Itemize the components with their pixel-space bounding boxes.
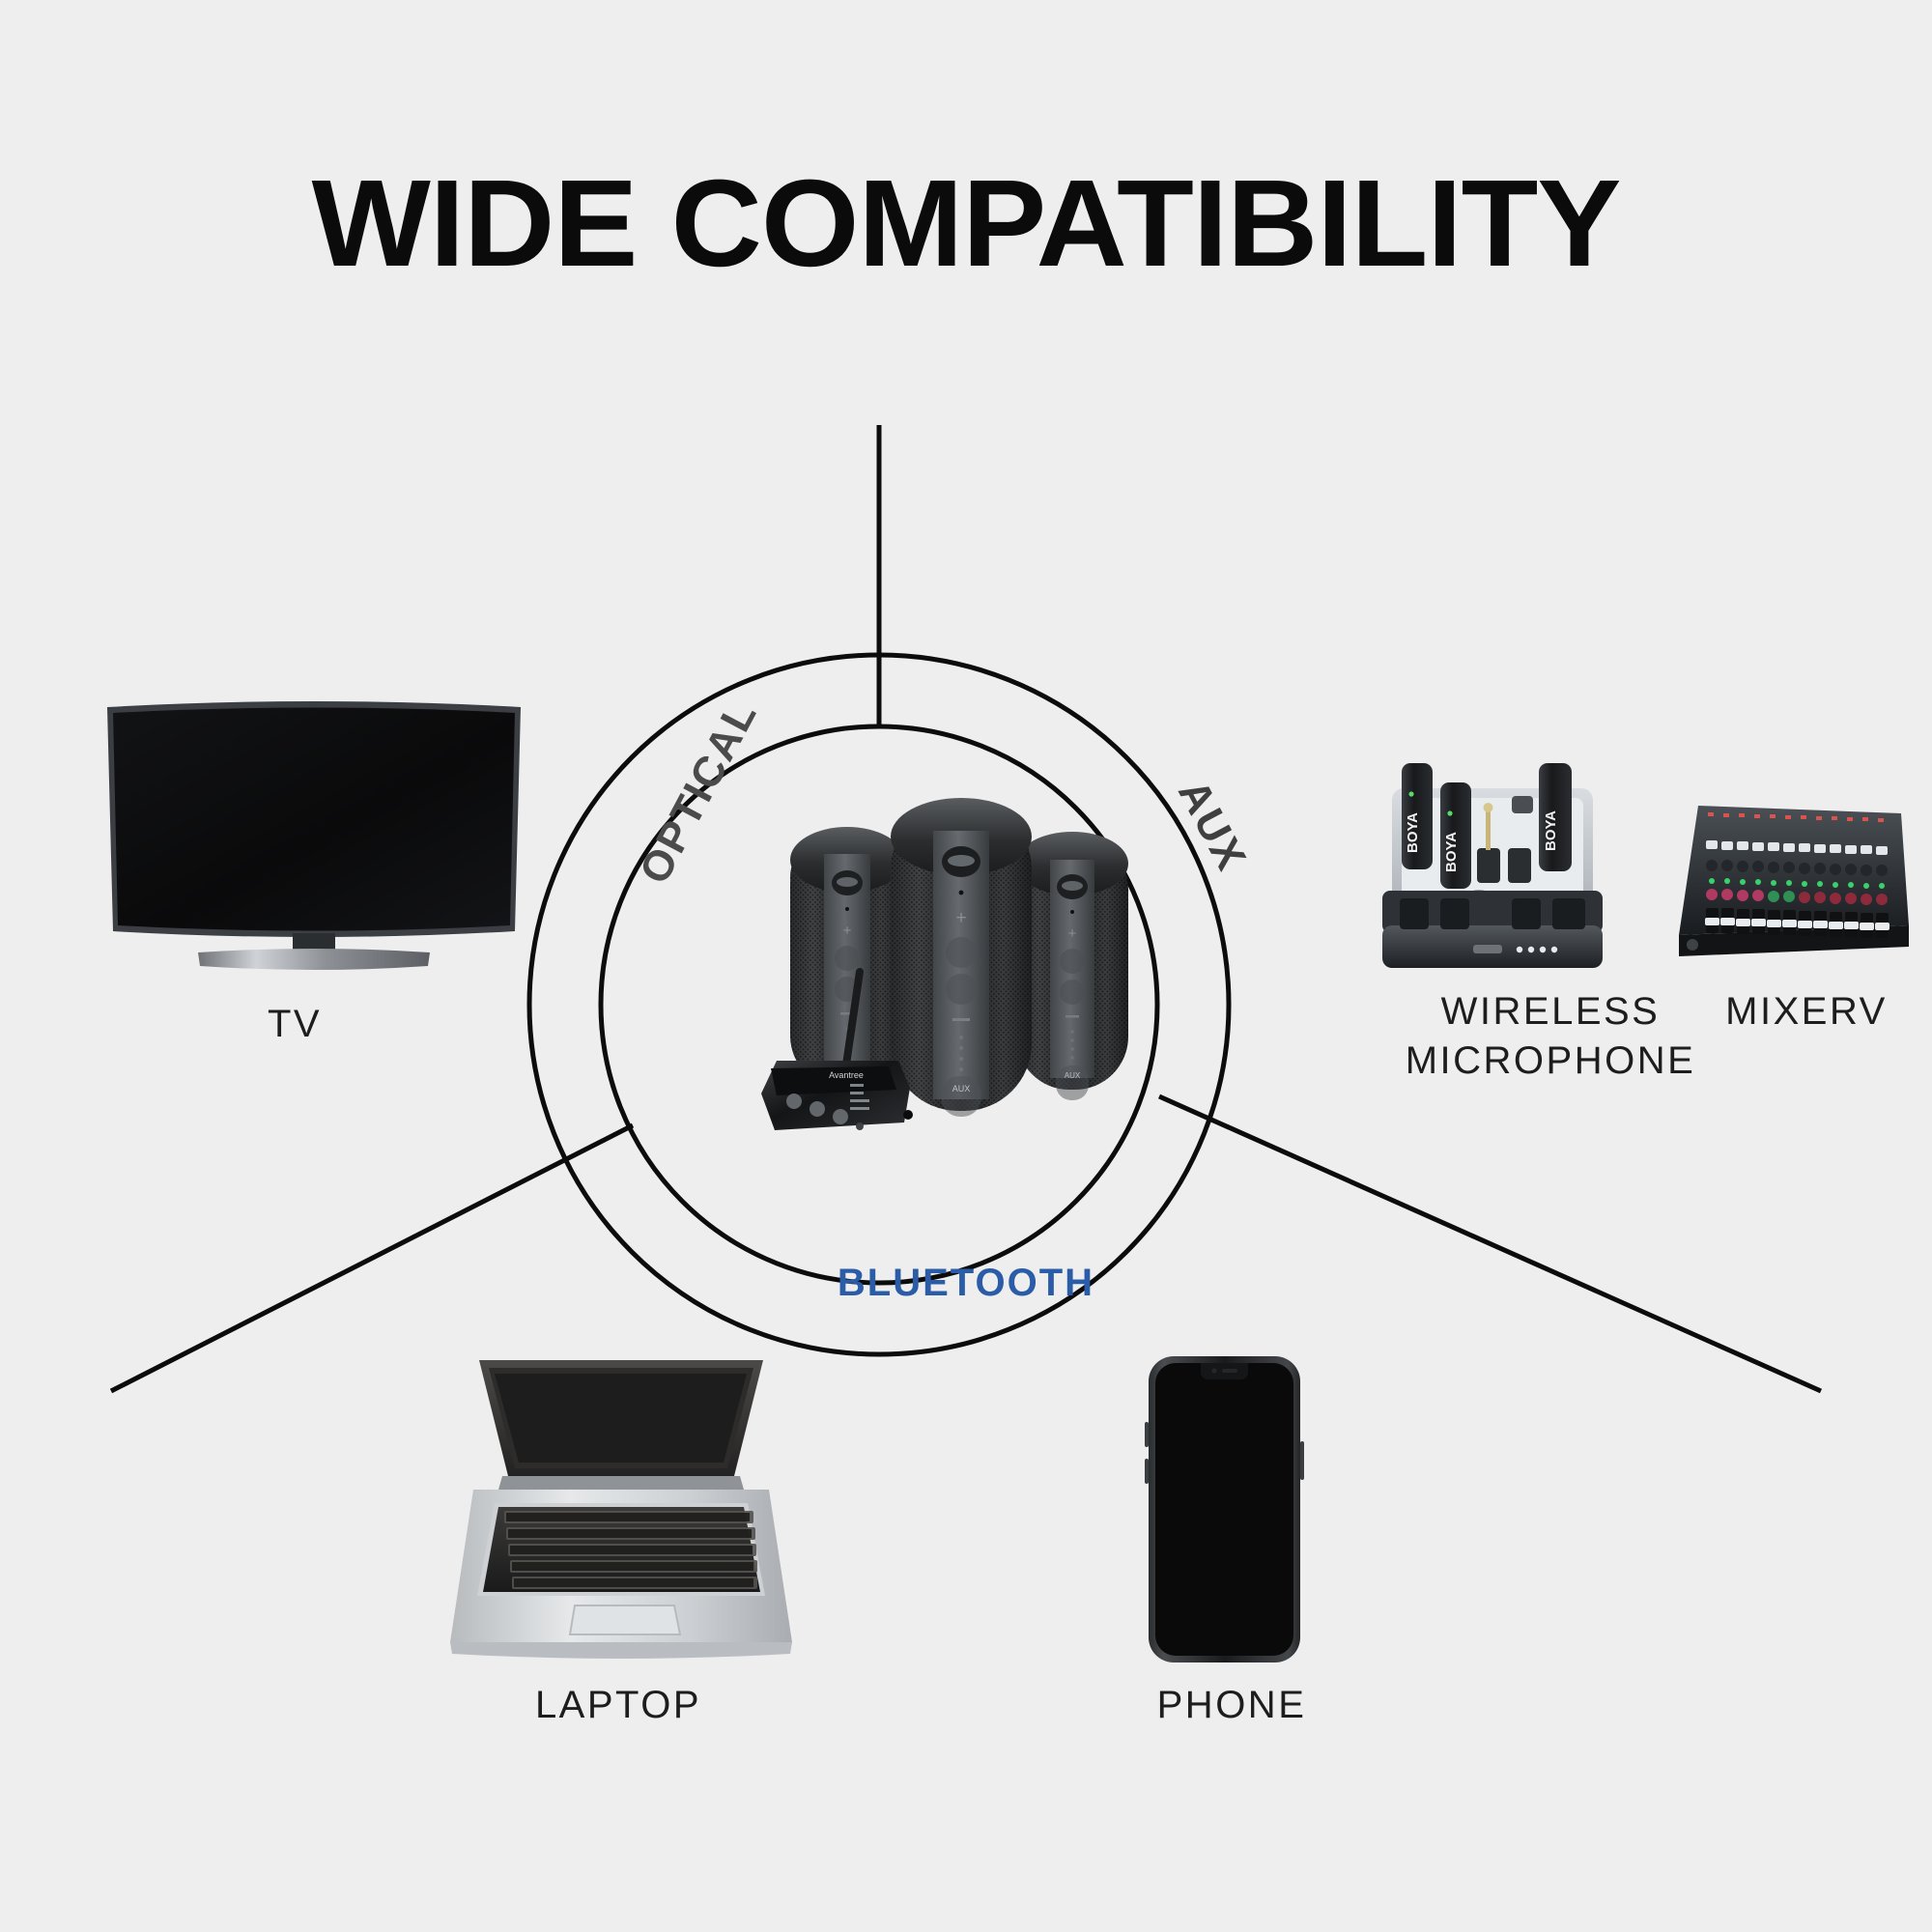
inner-ring bbox=[598, 724, 1160, 1286]
svg-text:BOYA: BOYA bbox=[1543, 810, 1559, 851]
audio-mixer-icon bbox=[1679, 806, 1909, 956]
device-label-wireless-microphone: WIRELESS MICROPHONE bbox=[1405, 990, 1696, 1083]
svg-text:+: + bbox=[843, 923, 852, 939]
connector-bottom-right bbox=[1157, 1094, 1823, 1394]
television-icon bbox=[107, 701, 521, 970]
wireless-microphone-kit-icon: BOYA BOYA BOYA bbox=[1382, 763, 1603, 968]
bluetooth-speaker-group-icon: + AUX + bbox=[761, 798, 1128, 1130]
device-label-phone: PHONE bbox=[1156, 1684, 1307, 1726]
connector-bottom-left bbox=[109, 1122, 635, 1394]
device-label-tv: TV bbox=[267, 1003, 323, 1045]
smartphone-icon bbox=[1145, 1356, 1304, 1662]
svg-text:AUX: AUX bbox=[952, 1084, 971, 1094]
svg-text:BOYA: BOYA bbox=[1405, 812, 1421, 853]
device-label-mixerv: MIXERV bbox=[1725, 990, 1888, 1033]
svg-text:BOYA: BOYA bbox=[1443, 832, 1460, 872]
svg-text:+: + bbox=[1068, 925, 1077, 942]
ring-label-bluetooth: BLUETOOTH bbox=[837, 1262, 1095, 1304]
outer-ring bbox=[526, 652, 1232, 1357]
device-label-laptop: LAPTOP bbox=[534, 1684, 702, 1726]
svg-text:AUX: AUX bbox=[1065, 1071, 1081, 1080]
page-title: WIDE COMPATIBILITY bbox=[311, 155, 1622, 293]
svg-text:+: + bbox=[955, 908, 966, 928]
svg-text:Avantree: Avantree bbox=[829, 1070, 864, 1080]
laptop-icon bbox=[450, 1360, 792, 1659]
